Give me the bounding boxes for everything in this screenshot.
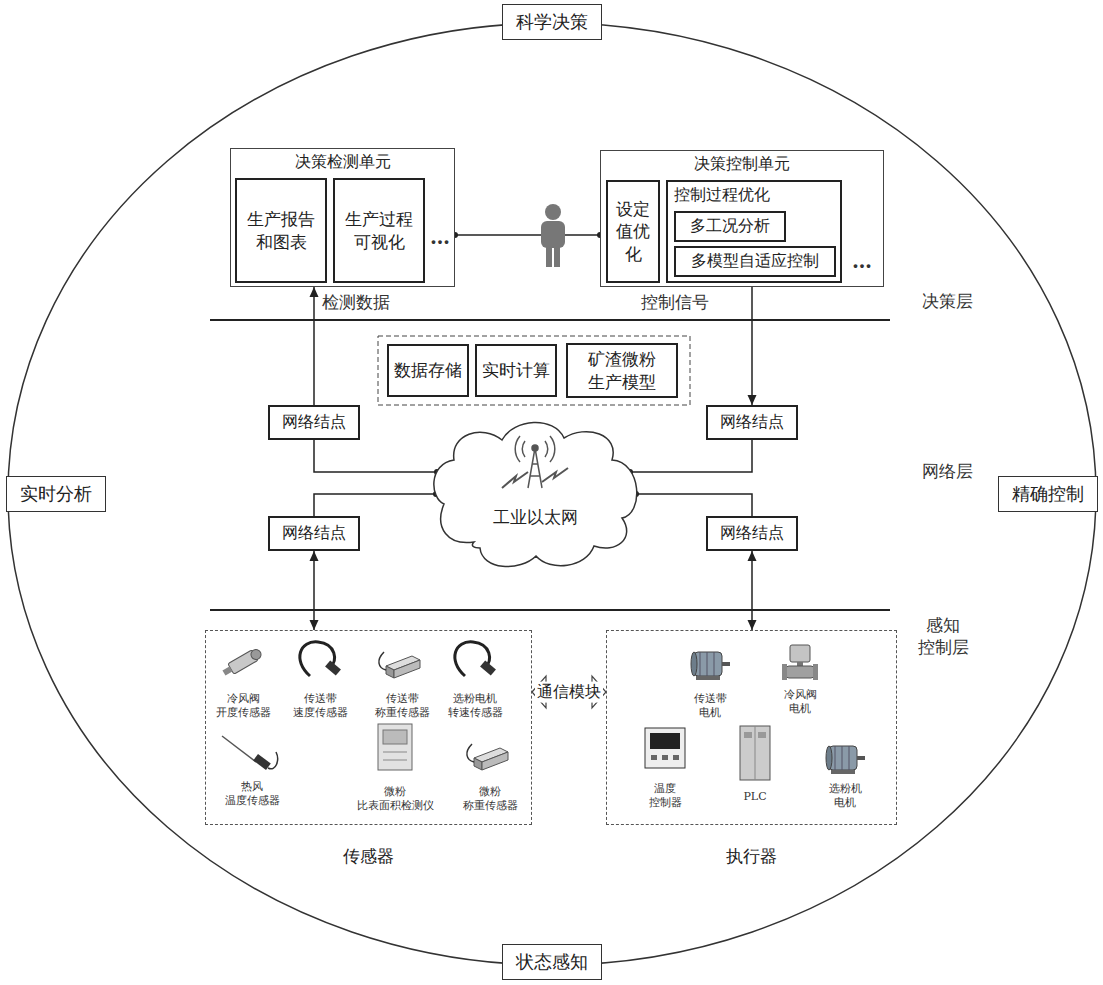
outer-circle [8, 23, 1096, 965]
network-node: 网络结点 [268, 405, 360, 440]
connector [748, 551, 757, 630]
heading: 传感器 [206, 845, 531, 867]
goal-box: 精确控制 [998, 476, 1098, 512]
function-box: 控制过程优化多工况分析多模型自适应控制 [666, 180, 842, 283]
edge-label: 通信模块 [535, 682, 603, 703]
motor-icon [826, 746, 865, 774]
device-caption: 微粉 称重传感器 [459, 785, 521, 813]
flow-label: 检测数据 [322, 291, 390, 313]
method-box: 多模型自适应控制 [674, 246, 836, 277]
connector [748, 287, 757, 405]
load-cell-icon [467, 744, 508, 770]
flow-label: 控制信号 [641, 291, 709, 313]
heading: 决策控制单元 [601, 151, 883, 175]
connector [314, 491, 439, 516]
connector [452, 232, 603, 238]
motor-icon [691, 652, 730, 680]
speed-sensor-icon [455, 642, 496, 676]
node-label: 生产过程 可视化 [339, 208, 419, 252]
person-icon [537, 203, 569, 269]
device-caption: 热风 温度传感器 [221, 780, 283, 808]
node-label: 实时分析 [20, 482, 92, 505]
ellipsis: … [852, 248, 872, 274]
unit-box: 决策控制单元设定 值优 化控制过程优化多工况分析多模型自适应控制 [600, 150, 884, 287]
node-label: 生产报告 和图表 [241, 208, 321, 252]
node-label: 状态感知 [516, 950, 588, 973]
node-label: 科学决策 [516, 10, 588, 33]
heading: 决策检测单元 [231, 149, 454, 173]
layer-divider [210, 319, 890, 321]
layer-label: 网络层 [922, 460, 973, 482]
cloud-outline [430, 418, 640, 570]
device-caption: 微粉 比表面积检测仪 [353, 785, 437, 813]
goal-box: 实时分析 [6, 476, 106, 512]
node-label: 实时计算 [482, 359, 550, 381]
layer-label: 感知 控制层 [912, 614, 973, 658]
node-label: 矿渣微粉 生产模型 [572, 348, 672, 392]
node-label: 数据存储 [394, 359, 462, 381]
node-label: 网络结点 [282, 523, 346, 544]
platform-box: 实时计算 [475, 344, 557, 397]
connector [310, 287, 319, 405]
node-label: 精确控制 [1012, 482, 1084, 505]
speed-sensor-icon [300, 642, 341, 676]
connector [310, 551, 319, 630]
plc-cabinet-icon [740, 726, 770, 780]
valve-motor-icon [782, 645, 818, 680]
device-caption: PLC [743, 790, 766, 804]
node-label: 多模型自适应控制 [691, 251, 819, 272]
goal-box: 科学决策 [502, 4, 602, 40]
connector [627, 440, 752, 475]
temperature-controller-icon [645, 728, 685, 768]
heading: 执行器 [607, 845, 896, 867]
device-caption: 冷风阀 电机 [780, 688, 820, 716]
device-caption: 温度 控制器 [645, 782, 685, 810]
layer-divider [210, 609, 890, 611]
network-node: 网络结点 [706, 516, 798, 551]
block-arrow [532, 676, 606, 708]
heading: 控制过程优化 [668, 182, 840, 206]
ellipsis: … [430, 224, 450, 250]
unit-box: 决策检测单元生产报告 和图表生产过程 可视化 [230, 148, 455, 287]
node-label: 网络结点 [720, 523, 784, 544]
valve-sensor-icon [221, 647, 263, 678]
platform-box: 数据存储 [387, 344, 469, 397]
device-caption: 传送带 速度传感器 [289, 692, 351, 720]
platform-box: 矿渣微粉 生产模型 [566, 343, 678, 397]
node-label: 网络结点 [282, 412, 346, 433]
thermocouple-icon [222, 736, 278, 770]
connector [633, 491, 752, 516]
device-caption: 选粉电机 转速传感器 [444, 692, 506, 720]
network-node: 网络结点 [706, 405, 798, 440]
device-caption: 传送带 电机 [690, 692, 730, 720]
load-cell-icon [379, 652, 420, 678]
node-label: 多工况分析 [690, 216, 770, 237]
analyzer-icon [378, 724, 412, 770]
function-box: 设定 值优 化 [606, 180, 660, 283]
layer-label: 决策层 [922, 290, 973, 312]
node-label: 网络结点 [720, 412, 784, 433]
device-caption: 冷风阀 开度传感器 [212, 692, 274, 720]
network-node: 网络结点 [268, 516, 360, 551]
function-box: 生产过程 可视化 [333, 178, 425, 283]
function-box: 生产报告 和图表 [235, 178, 327, 283]
connector [314, 440, 440, 475]
device-caption: 传送带 称重传感器 [371, 692, 433, 720]
platform-group [378, 336, 690, 405]
ethernet-cloud: 工业以太网 [430, 418, 640, 570]
device-caption: 选粉机 电机 [825, 782, 865, 810]
goal-box: 状态感知 [502, 944, 602, 980]
method-box: 多工况分析 [674, 211, 786, 242]
node-label: 工业以太网 [430, 506, 640, 528]
node-label: 设定 值优 化 [612, 198, 654, 264]
